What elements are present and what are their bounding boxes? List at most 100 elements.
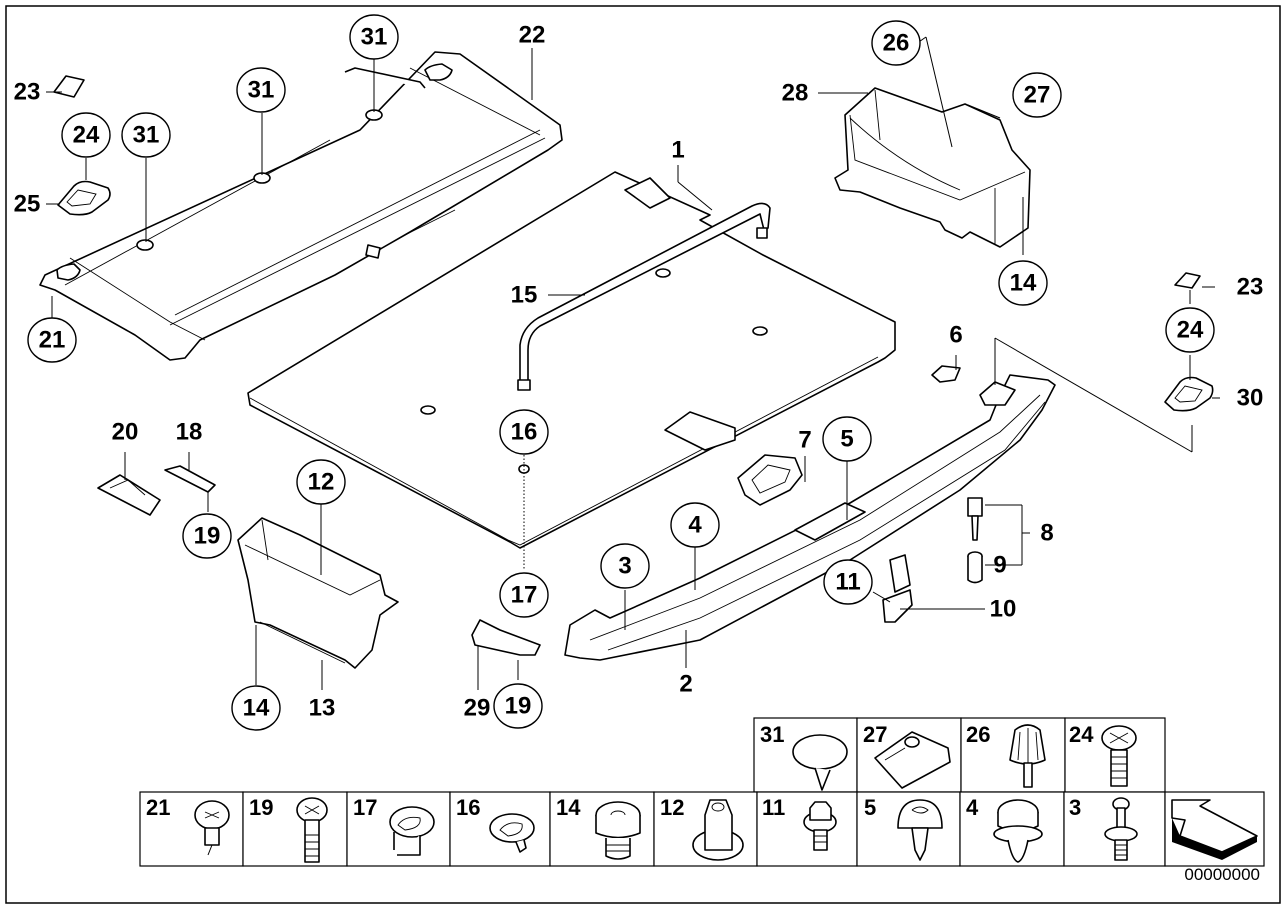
svg-text:31: 31 (361, 24, 388, 51)
svg-text:18: 18 (176, 419, 203, 446)
part-7-cup-holder[interactable] (737, 454, 803, 506)
callout-19[interactable]: 19 (493, 683, 543, 729)
part-18-bracket[interactable] (164, 465, 216, 493)
callout-23[interactable]: 23 (14, 79, 41, 106)
callout-8[interactable]: 8 (1040, 520, 1053, 547)
fastener-cell-11[interactable]: 11 (756, 791, 858, 867)
svg-text:3: 3 (1069, 795, 1081, 820)
callout-18[interactable]: 18 (176, 419, 203, 446)
callout-30[interactable]: 30 (1237, 385, 1264, 412)
image-id: 00000000 (1184, 865, 1260, 884)
callout-31[interactable]: 31 (236, 67, 286, 113)
svg-text:30: 30 (1237, 385, 1264, 412)
part-23-cover-left[interactable] (53, 75, 85, 98)
callout-20[interactable]: 20 (112, 419, 139, 446)
orientation-arrow-icon (1171, 799, 1258, 860)
callout-12[interactable]: 12 (296, 459, 346, 505)
callout-2[interactable]: 2 (679, 671, 692, 698)
fastener-cell-17[interactable]: 17 (346, 791, 451, 867)
part-29-bracket[interactable] (471, 619, 541, 656)
fastener-cell-26[interactable]: 26 (960, 717, 1066, 793)
part-30-grommet-right[interactable] (1164, 376, 1214, 412)
keyhole-grommet-icon (389, 806, 435, 856)
callout-27[interactable]: 27 (1012, 72, 1062, 118)
callout-16[interactable]: 16 (499, 409, 549, 455)
expanding-rivet-icon (993, 799, 1043, 863)
part-8-9-lock-cylinder[interactable] (967, 497, 983, 584)
part-15-rod[interactable] (517, 202, 771, 391)
part-6-small-cap[interactable] (931, 365, 961, 383)
callout-5[interactable]: 5 (822, 416, 872, 462)
part-13-storage-bin[interactable] (237, 517, 399, 669)
part-25-grommet-left[interactable] (57, 180, 111, 216)
svg-text:14: 14 (556, 795, 581, 820)
svg-text:19: 19 (194, 523, 221, 550)
callout-28[interactable]: 28 (782, 80, 809, 107)
callout-24[interactable]: 24 (1165, 307, 1215, 353)
hex-flange-bolt-icon (803, 801, 837, 851)
callout-13[interactable]: 13 (309, 695, 336, 722)
callout-9[interactable]: 9 (993, 552, 1006, 579)
phillips-long-screw-icon (296, 797, 328, 863)
callout-17[interactable]: 17 (499, 572, 549, 618)
fastener-cell-4[interactable]: 4 (959, 791, 1065, 867)
callout-7[interactable]: 7 (798, 427, 811, 454)
fastener-cell-orientation (1164, 791, 1265, 867)
fastener-cell-24[interactable]: 24 (1064, 717, 1166, 793)
fastener-cell-27[interactable]: 27 (856, 717, 962, 793)
callout-31[interactable]: 31 (349, 14, 399, 60)
fastener-cell-16[interactable]: 16 (449, 791, 551, 867)
callouts: 31 31 31 22 23 24 25 21 1 15 26 28 27 14… (14, 14, 1264, 731)
callout-23[interactable]: 23 (1237, 274, 1264, 301)
svg-text:21: 21 (146, 795, 170, 820)
svg-text:22: 22 (519, 22, 546, 49)
svg-text:4: 4 (688, 512, 702, 539)
callout-4[interactable]: 4 (670, 502, 720, 548)
fastener-cell-12[interactable]: 12 (653, 791, 758, 867)
callout-10[interactable]: 10 (990, 596, 1017, 623)
fastener-cell-21[interactable]: 21 (139, 791, 244, 867)
svg-text:4: 4 (966, 795, 979, 820)
callout-24[interactable]: 24 (61, 112, 111, 158)
part-20-bracket[interactable] (97, 474, 161, 516)
part-1-floor-panel[interactable] (247, 171, 896, 549)
fastener-cell-14[interactable]: 14 (549, 791, 655, 867)
callout-29[interactable]: 29 (464, 695, 491, 722)
callout-3[interactable]: 3 (600, 543, 650, 589)
callout-25[interactable]: 25 (14, 191, 41, 218)
keyhole-clip-icon (489, 813, 535, 853)
svg-text:14: 14 (1010, 270, 1037, 297)
callout-14[interactable]: 14 (998, 260, 1048, 306)
callout-11[interactable]: 11 (823, 559, 873, 605)
svg-text:10: 10 (990, 596, 1017, 623)
callout-26[interactable]: 26 (871, 20, 921, 66)
part-23-cover-right[interactable] (1174, 272, 1201, 289)
part-10-clip[interactable] (882, 554, 913, 623)
fastener-cell-3[interactable]: 3 (1063, 791, 1166, 867)
svg-text:17: 17 (511, 582, 538, 609)
svg-text:14: 14 (243, 695, 270, 722)
svg-text:17: 17 (353, 795, 377, 820)
callout-6[interactable]: 6 (949, 322, 962, 349)
part-28-storage-box[interactable] (834, 87, 1031, 248)
fastener-cell-19[interactable]: 19 (242, 791, 348, 867)
part-22-shelf-panel[interactable] (39, 51, 563, 361)
callout-31[interactable]: 31 (121, 112, 171, 158)
phillips-pan-screw-icon (1101, 725, 1137, 787)
svg-text:27: 27 (863, 722, 887, 747)
fastener-cell-5[interactable]: 5 (856, 791, 961, 867)
callout-22[interactable]: 22 (519, 22, 546, 49)
callout-14[interactable]: 14 (231, 685, 281, 731)
fastener-cell-31[interactable]: 31 (753, 717, 858, 793)
svg-text:29: 29 (464, 695, 491, 722)
svg-text:26: 26 (883, 30, 910, 57)
callout-19[interactable]: 19 (182, 513, 232, 559)
svg-text:31: 31 (248, 77, 275, 104)
callout-21[interactable]: 21 (27, 317, 77, 363)
svg-text:31: 31 (760, 722, 784, 747)
callout-1[interactable]: 1 (671, 137, 684, 164)
diagram-frame (5, 5, 1281, 904)
svg-text:12: 12 (660, 795, 684, 820)
phillips-washer-screw-icon (194, 800, 230, 856)
callout-15[interactable]: 15 (511, 282, 538, 309)
